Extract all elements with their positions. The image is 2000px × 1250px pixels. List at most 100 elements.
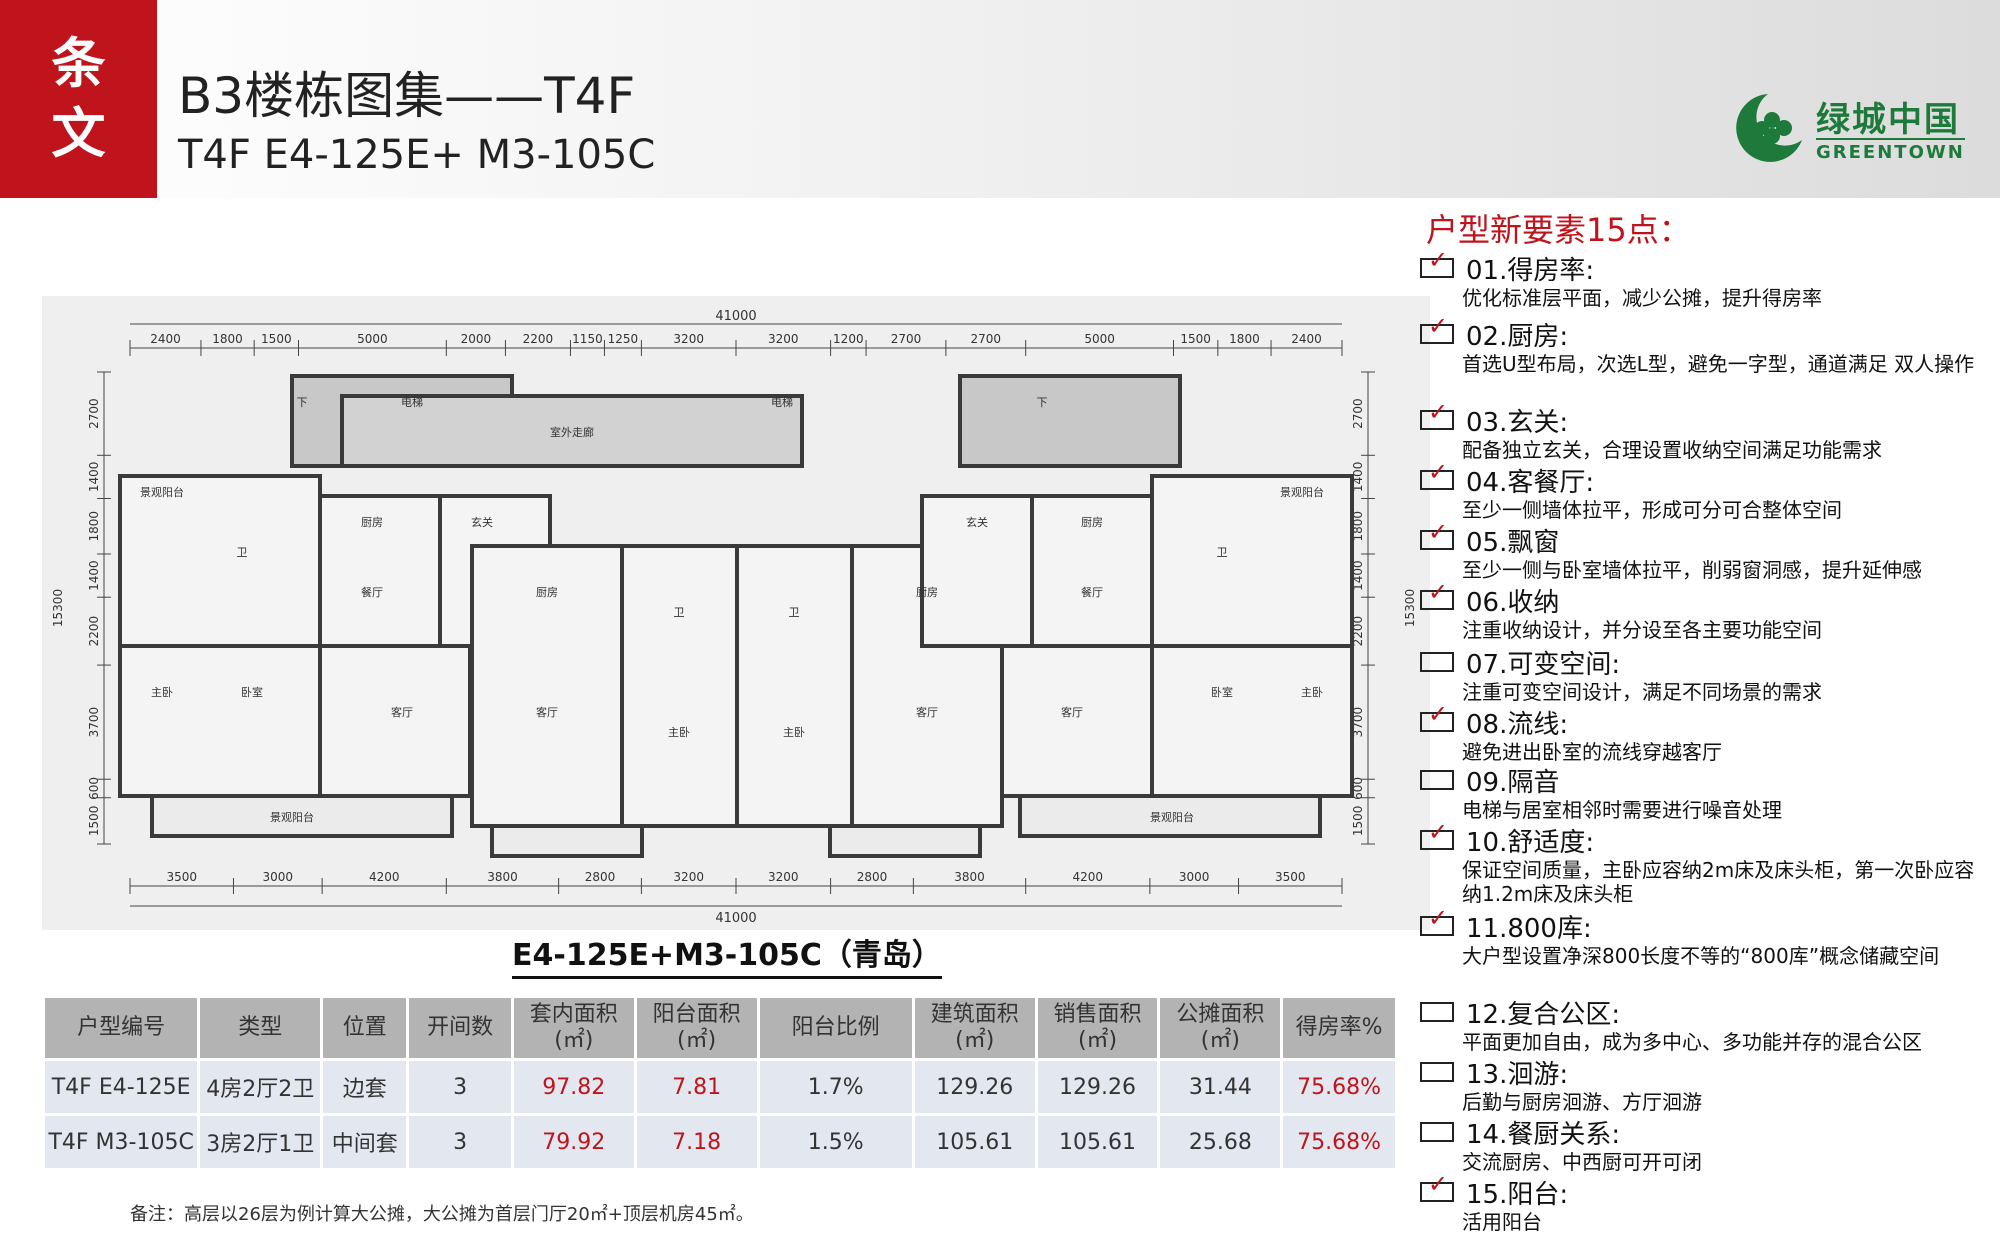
checked-box-icon: ✓ <box>1420 400 1454 430</box>
wall-layer <box>118 374 1354 858</box>
dimension-label: 2700 <box>87 398 101 429</box>
table-header-cell: 得房率% <box>1283 998 1395 1058</box>
room-label: 卧室 <box>241 685 263 699</box>
stair-core <box>958 374 1182 468</box>
dimension-label: 3200 <box>768 870 799 884</box>
dimension-label: 2200 <box>523 332 554 346</box>
table-cell: 129.26 <box>914 1061 1035 1113</box>
table-cell: 7.81 <box>636 1061 757 1113</box>
room-label: 厨房 <box>536 586 558 599</box>
table-cell: 7.18 <box>636 1116 757 1168</box>
checkmark-icon: ✓ <box>1428 578 1449 606</box>
dimension-total-label: 15300 <box>51 589 65 627</box>
table-cell: 75.68% <box>1283 1061 1395 1113</box>
dimension-label: 1400 <box>1351 560 1365 591</box>
element-item-desc: 交流厨房、中西厨可开可闭 <box>1462 1150 1702 1174</box>
dimension-label: 2000 <box>461 332 492 346</box>
room-block <box>1150 644 1354 798</box>
element-item-desc: 首选U型布局，次选L型，避免一字型，通道满足 双人操作 <box>1462 352 1975 376</box>
element-item-head: ✓06.收纳 <box>1420 580 1980 618</box>
room-label: 客厅 <box>391 705 413 719</box>
dimension-label: 600 <box>87 777 101 800</box>
element-item-label: 01.得房率: <box>1466 255 1595 286</box>
dimension-total-label: 41000 <box>715 911 756 926</box>
table-cell: 105.61 <box>1037 1116 1158 1168</box>
footnote: 备注：高层以26层为例计算大公摊，大公摊为首层门厅20㎡+顶层机房45㎡。 <box>130 1204 754 1225</box>
table-header-cell: 阳台比例 <box>759 998 912 1058</box>
dimension-label: 5000 <box>1084 332 1115 346</box>
element-item-label: 12.复合公区: <box>1466 999 1621 1030</box>
room-label: 玄关 <box>471 515 493 529</box>
table-header-cell: 位置 <box>323 998 407 1058</box>
table-cell: 129.26 <box>1037 1061 1158 1113</box>
table-cell: 3房2厅1卫 <box>200 1116 321 1168</box>
empty-box-icon <box>1420 1122 1454 1142</box>
element-item-head: ✓ 04.客餐厅: <box>1420 460 1980 498</box>
element-item: ✓15.阳台:活用阳台 <box>1420 1172 1980 1234</box>
room-label: 餐厅 <box>1081 585 1103 599</box>
element-item-head: ✓08.流线: <box>1420 702 1980 740</box>
element-item-label: 11.800库: <box>1466 913 1592 944</box>
dimension-label: 3000 <box>263 870 294 884</box>
dimension-label: 1800 <box>1351 511 1365 542</box>
dimension-label: 1800 <box>1229 332 1260 346</box>
table-cell: 3 <box>409 1116 511 1168</box>
table-header-cell: 类型 <box>200 998 321 1058</box>
balcony-block <box>828 824 982 858</box>
room-label: 厨房 <box>361 516 383 529</box>
dimension-label: 1500 <box>1180 332 1211 346</box>
room-label: 电梯 <box>401 396 423 409</box>
checkmark-icon: ✓ <box>1428 458 1449 486</box>
element-item-head: 07.可变空间: <box>1420 646 1980 680</box>
room-block <box>920 494 1034 648</box>
table-cell: 1.7% <box>759 1061 912 1113</box>
dimension-label: 1400 <box>87 560 101 591</box>
room-label: 下 <box>1037 396 1048 409</box>
checked-box-icon: ✓ <box>1420 460 1454 490</box>
table-cell: T4F E4-125E <box>45 1061 198 1113</box>
table-header-cell: 户型编号 <box>45 998 198 1058</box>
table-cell: 79.92 <box>513 1116 634 1168</box>
checked-box-icon: ✓ <box>1420 1172 1454 1202</box>
element-item-label: 03.玄关: <box>1466 407 1569 438</box>
room-label: 主卧 <box>1301 686 1323 699</box>
dimension-label: 1250 <box>608 332 639 346</box>
room-label: 卫 <box>789 606 800 619</box>
dimension-label: 2700 <box>971 332 1002 346</box>
logo-text-cn: 绿城中国 <box>1816 100 1960 140</box>
table-header-row: 户型编号类型位置开间数套内面积 (㎡)阳台面积 (㎡)阳台比例建筑面积 (㎡)销… <box>45 998 1395 1058</box>
empty-box-icon <box>1420 652 1454 672</box>
element-item-label: 09.隔音 <box>1466 767 1560 798</box>
dimension-label: 4200 <box>1073 870 1104 884</box>
element-item-label: 15.阳台: <box>1466 1179 1569 1210</box>
room-block <box>118 644 322 798</box>
dimension-label: 1800 <box>212 332 243 346</box>
empty-box-icon <box>1420 770 1454 790</box>
table-cell: 4房2厅2卫 <box>200 1061 321 1113</box>
room-label: 主卧 <box>783 726 805 739</box>
dimension-label: 1500 <box>1351 806 1365 837</box>
dimension-label: 1400 <box>87 462 101 493</box>
element-item-desc: 大户型设置净深800长度不等的“800库”概念储藏空间 <box>1462 944 1940 968</box>
checkmark-icon: ✓ <box>1428 818 1449 846</box>
table-header-cell: 套内面积 (㎡) <box>513 998 634 1058</box>
table-cell: 25.68 <box>1160 1116 1281 1168</box>
element-item: ✓10.舒适度:保证空间质量，主卧应容纳2m床及床头柜，第一次卧应容纳1.2m床… <box>1420 820 1980 906</box>
dimension-label: 2400 <box>150 332 181 346</box>
element-item-desc: 电梯与居室相邻时需要进行噪音处理 <box>1462 798 1782 822</box>
room-label: 景观阳台 <box>1280 485 1324 499</box>
elements-title: 户型新要素15点： <box>1426 211 1691 249</box>
dimension-label: 1400 <box>1351 462 1365 493</box>
table-header-cell: 开间数 <box>409 998 511 1058</box>
table-cell: 中间套 <box>323 1116 407 1168</box>
element-item: 14.餐厨关系:交流厨房、中西厨可开可闭 <box>1420 1116 1980 1174</box>
room-label: 景观阳台 <box>1150 810 1194 824</box>
element-item-label: 04.客餐厅: <box>1466 467 1595 498</box>
table-header-cell: 建筑面积 (㎡) <box>914 998 1035 1058</box>
dimension-label: 3500 <box>1275 870 1306 884</box>
element-item-desc: 注重可变空间设计，满足不同场景的需求 <box>1462 680 1822 704</box>
table-header-cell: 销售面积 (㎡) <box>1037 998 1158 1058</box>
tag-line-2: 文 <box>51 102 106 165</box>
